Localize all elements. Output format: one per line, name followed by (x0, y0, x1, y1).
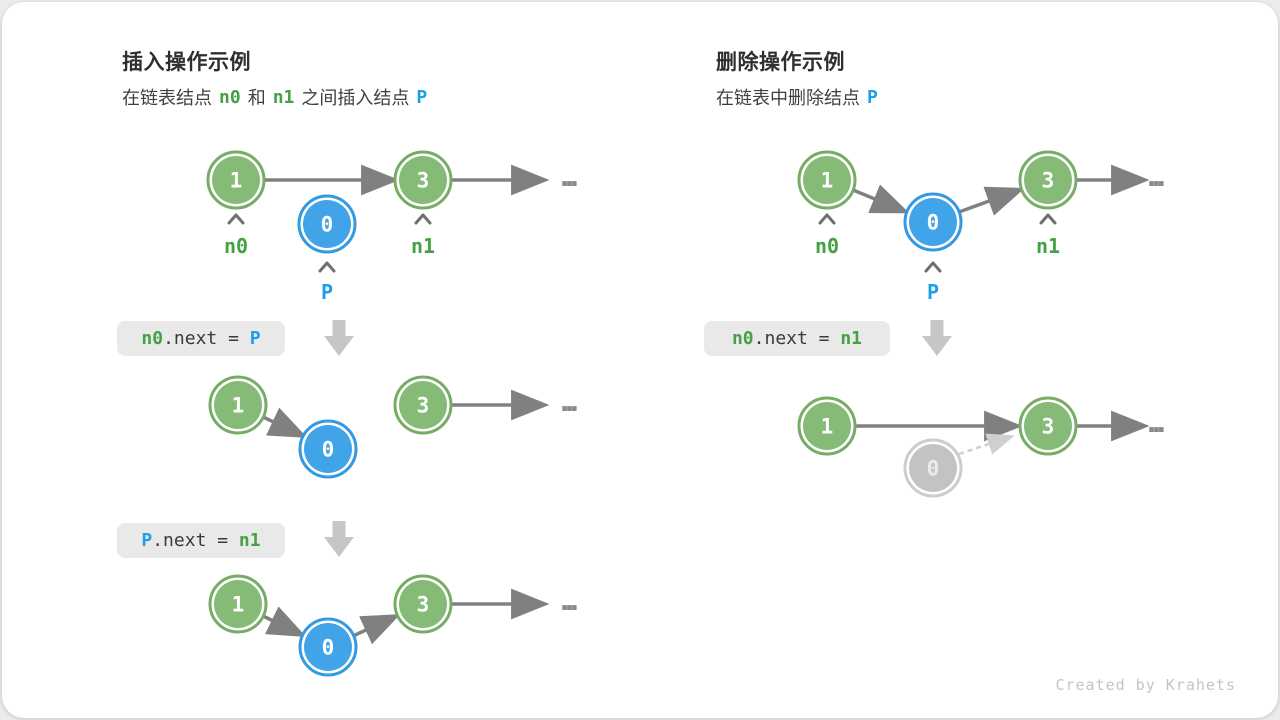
ellipsis: ... (560, 163, 578, 193)
down-arrow-icon (324, 320, 354, 356)
inline-code-p: P (867, 86, 878, 108)
inline-code-n0: n0 (219, 86, 241, 108)
node-green-1: 1 (797, 150, 857, 210)
node-green-1: 1 (797, 396, 857, 456)
code-rhs: n1 (238, 530, 261, 551)
code-mid: .next = (152, 530, 239, 551)
pointer-caret-icon (1039, 213, 1057, 225)
node-value: 0 (322, 636, 335, 660)
insert-section-subtitle: 在链表结点 n0 和 n1 之间插入结点 P (122, 84, 434, 110)
down-arrow-icon (922, 320, 952, 356)
pointer-caret-icon (227, 213, 245, 225)
ellipsis: ... (1147, 163, 1165, 193)
subtitle-text: 之间插入结点 (301, 88, 410, 108)
ellipsis: ... (560, 587, 578, 617)
arrow-node0-to-node3 (958, 186, 1025, 216)
node-green-1: 1 (208, 375, 268, 435)
node-green-3: 3 (393, 150, 453, 210)
pointer-label-p: P (321, 280, 333, 304)
code-rhs: P (249, 328, 261, 349)
arrow-removed-node0-to-node3 (958, 433, 1015, 456)
pointer-label-n1: n1 (411, 234, 435, 258)
node-value: 1 (821, 169, 834, 193)
code-mid: .next = (163, 328, 250, 349)
arrow-node1-to-node0 (262, 606, 307, 638)
pointer-caret-icon (924, 261, 942, 273)
watermark-credit: Created by Krahets (1055, 676, 1236, 694)
subtitle-text: 在链表中删除结点 (716, 88, 860, 108)
delete-section-subtitle: 在链表中删除结点 P (716, 84, 885, 110)
pointer-label-n1: n1 (1036, 234, 1060, 258)
ellipsis: ... (560, 388, 578, 418)
arrow-node0-to-node3 (352, 614, 401, 645)
inline-code-p: P (416, 86, 428, 108)
node-value: 3 (417, 394, 430, 418)
node-value: 3 (1042, 169, 1055, 193)
node-value: 0 (927, 457, 940, 481)
pointer-caret-icon (414, 213, 432, 225)
node-green-3: 3 (1018, 150, 1078, 210)
code-box-insert-step2: P.next = n1 (117, 523, 285, 558)
ellipsis: ... (1147, 409, 1165, 439)
node-green-1: 1 (206, 150, 266, 210)
node-blue-0: 0 (298, 419, 358, 479)
node-value: 0 (927, 211, 940, 235)
node-value: 1 (232, 394, 245, 418)
pointer-caret-icon (318, 261, 336, 273)
node-blue-0: 0 (903, 192, 963, 252)
node-value: 0 (321, 213, 334, 237)
insert-section-title: 插入操作示例 (122, 51, 251, 74)
arrow-node1-to-node0 (262, 407, 308, 438)
subtitle-text: 和 (247, 88, 266, 108)
code-lhs: n0 (731, 328, 754, 349)
node-value: 3 (417, 593, 430, 617)
pointer-label-p: P (927, 280, 939, 304)
code-box-insert-step1: n0.next = P (117, 321, 285, 356)
node-value: 3 (1042, 415, 1055, 439)
node-value: 1 (232, 593, 245, 617)
code-lhs: n0 (141, 328, 164, 349)
node-value: 3 (417, 169, 430, 193)
code-mid: .next = (753, 328, 841, 349)
code-rhs: n1 (840, 328, 863, 349)
delete-section-title: 删除操作示例 (716, 51, 845, 74)
code-lhs: P (141, 530, 153, 551)
node-green-1: 1 (208, 574, 268, 634)
node-blue-0: 0 (297, 194, 357, 254)
node-green-3: 3 (393, 574, 453, 634)
node-value: 1 (230, 169, 243, 193)
node-green-3: 3 (1018, 396, 1078, 456)
node-value: 0 (322, 438, 335, 462)
subtitle-text: 在链表结点 (122, 88, 212, 108)
pointer-label-n0: n0 (224, 234, 248, 258)
node-gray-0-removed: 0 (903, 438, 963, 498)
inline-code-n1: n1 (272, 86, 295, 108)
down-arrow-icon (324, 521, 354, 557)
pointer-caret-icon (818, 213, 836, 225)
pointer-label-n0: n0 (815, 234, 839, 258)
code-box-delete-step: n0.next = n1 (704, 321, 890, 356)
node-value: 1 (821, 415, 834, 439)
node-blue-0: 0 (298, 617, 358, 677)
arrow-node1-to-node0 (852, 184, 910, 214)
node-green-3: 3 (393, 375, 453, 435)
